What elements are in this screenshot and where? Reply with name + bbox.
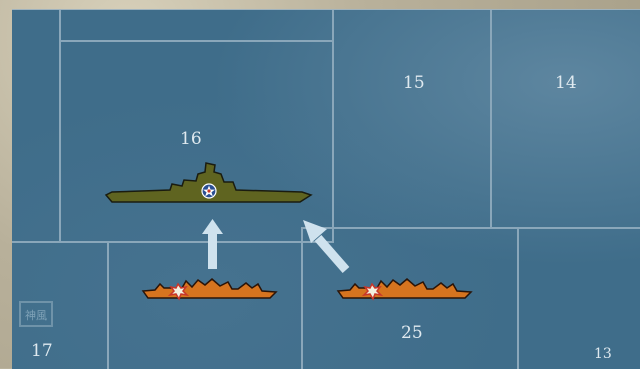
attack-arrow-1 (202, 219, 223, 269)
kamikaze-ship-2[interactable] (338, 279, 471, 299)
attack-arrow-2 (303, 220, 346, 270)
star-roundel-icon (202, 184, 216, 198)
kamikaze-ship-1[interactable] (143, 279, 276, 299)
allied-battleship[interactable] (106, 163, 311, 202)
